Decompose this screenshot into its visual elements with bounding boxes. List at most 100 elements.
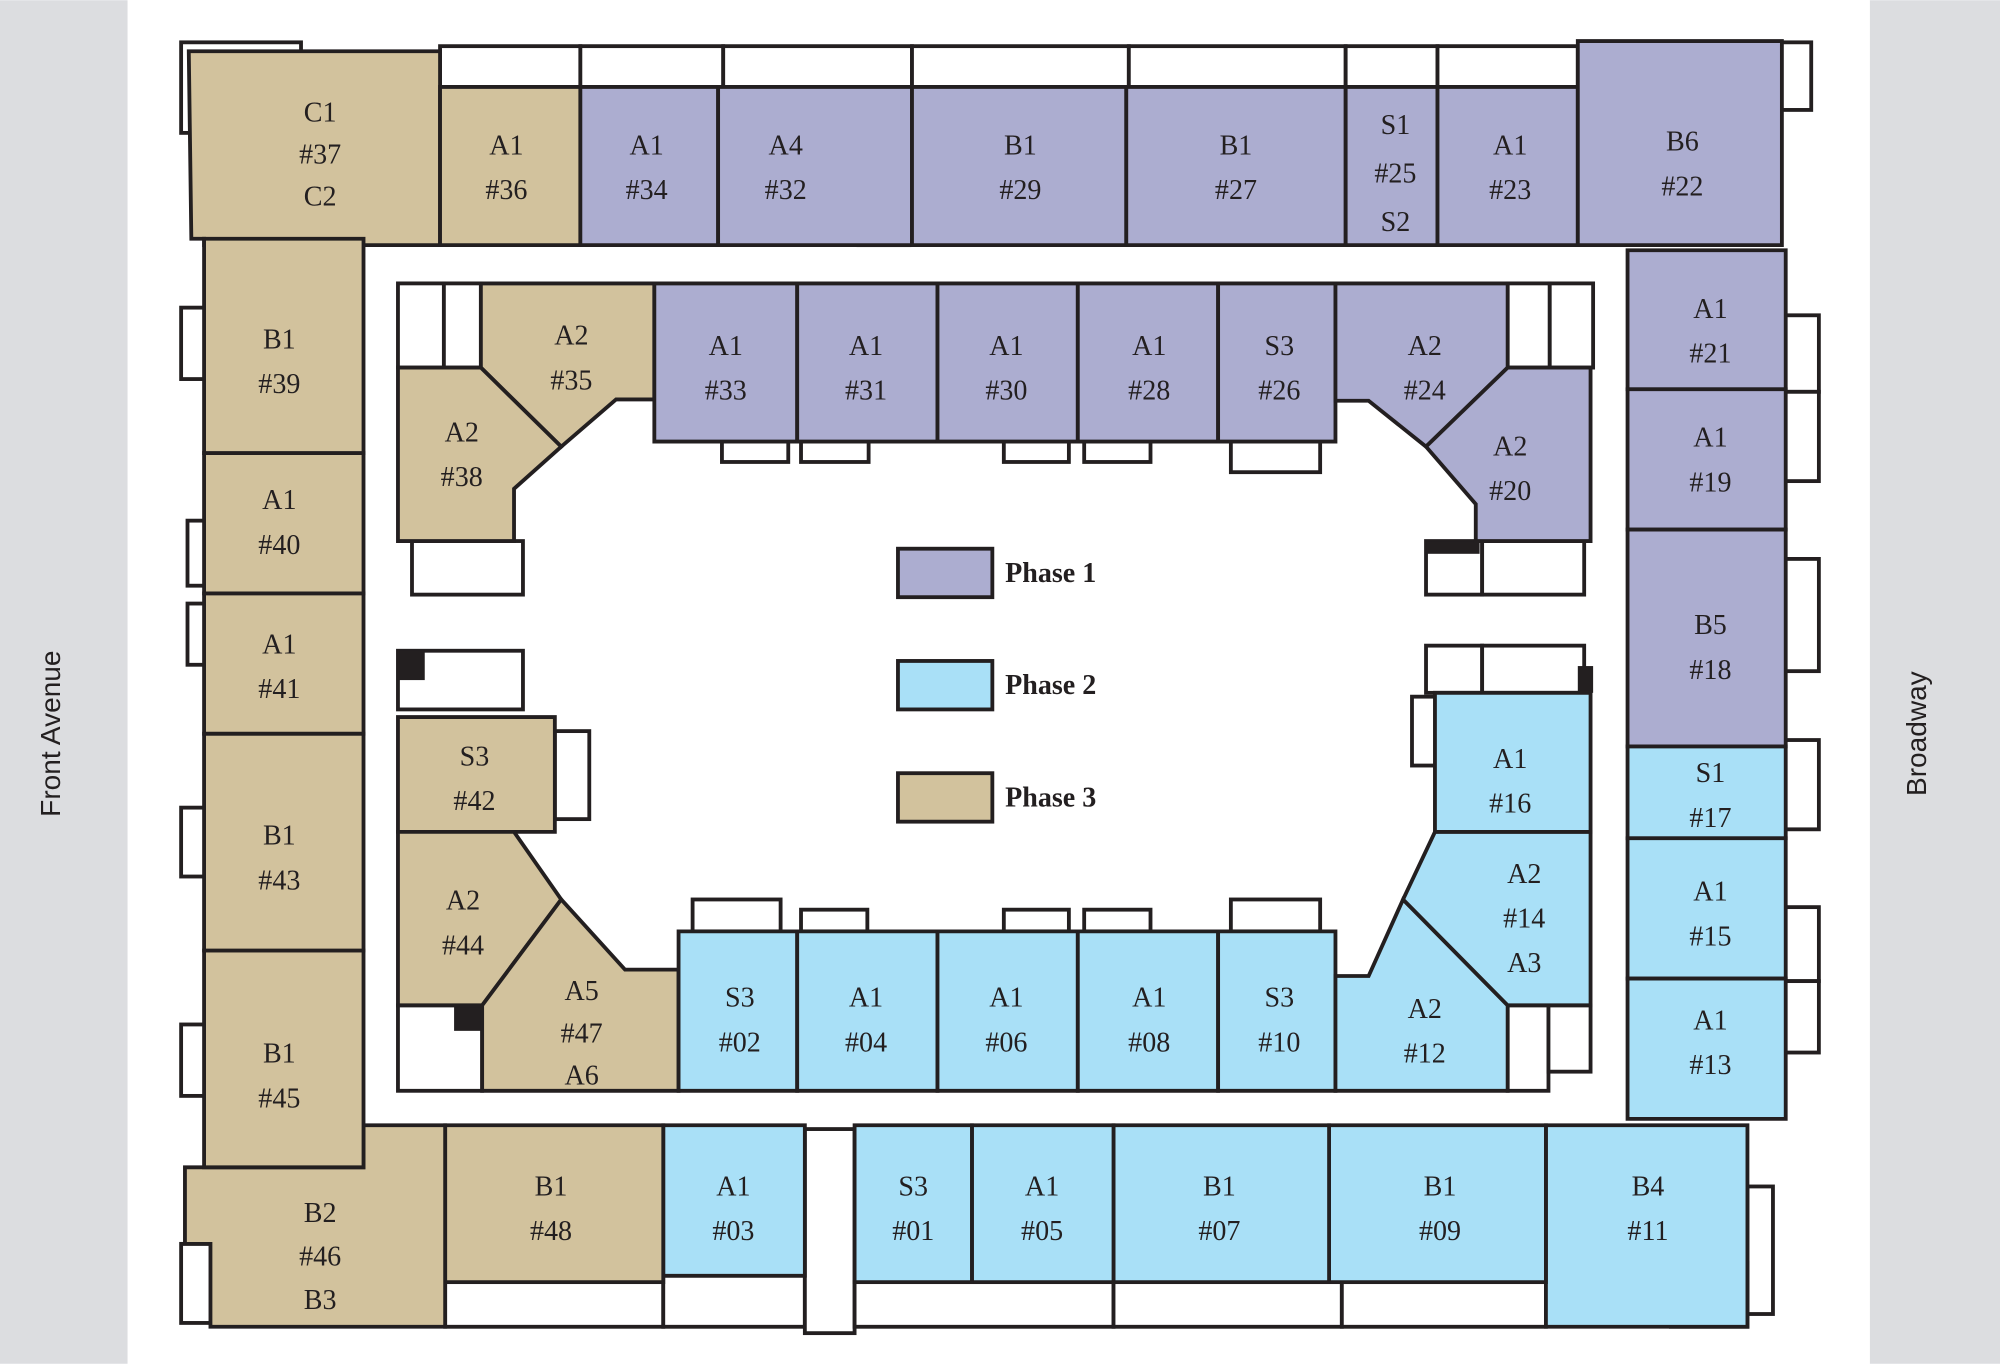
unit-shape[interactable] bbox=[852, 1123, 974, 1285]
unit-type: C1 bbox=[304, 97, 337, 128]
unit-shape[interactable] bbox=[1124, 85, 1348, 248]
unit-type: A5 bbox=[564, 976, 598, 1007]
unit-27[interactable]: B1#27 bbox=[1124, 85, 1348, 248]
unit-shape[interactable] bbox=[1327, 1123, 1548, 1285]
unit-44[interactable]: A2#44 bbox=[396, 829, 564, 1008]
unit-28[interactable]: A1#28 bbox=[1075, 281, 1221, 444]
unit-29[interactable]: B1#29 bbox=[910, 85, 1129, 248]
unit-07[interactable]: B1#07 bbox=[1111, 1123, 1331, 1285]
unit-22[interactable]: B6#22 bbox=[1575, 39, 1784, 248]
unit-shape[interactable] bbox=[1575, 39, 1784, 248]
unit-shape[interactable] bbox=[1111, 1123, 1331, 1285]
unit-type: B1 bbox=[1220, 131, 1253, 162]
unit-12[interactable]: A2#12 bbox=[1333, 896, 1510, 1093]
unit-shape[interactable] bbox=[970, 1123, 1116, 1285]
unit-number: #22 bbox=[1661, 171, 1703, 202]
unit-number: #40 bbox=[258, 530, 300, 561]
unit-30[interactable]: A1#30 bbox=[935, 281, 1080, 444]
unit-05[interactable]: A1#05 bbox=[970, 1123, 1116, 1285]
unit-type: A2 bbox=[1493, 432, 1527, 463]
unit-type: S3 bbox=[1265, 331, 1295, 362]
unit-shape[interactable] bbox=[202, 451, 366, 596]
unit-02[interactable]: S3#02 bbox=[676, 929, 800, 1093]
unit-03[interactable]: A1#03 bbox=[661, 1123, 807, 1278]
unit-11[interactable]: B4#11 bbox=[1544, 1123, 1750, 1329]
unit-13[interactable]: A1#13 bbox=[1625, 976, 1788, 1121]
unit-shape[interactable] bbox=[795, 281, 940, 444]
unit-type: A1 bbox=[849, 331, 883, 362]
unit-18[interactable]: B5#18 bbox=[1625, 527, 1788, 749]
unit-shape[interactable] bbox=[1423, 365, 1593, 543]
unit-number: #47 bbox=[561, 1018, 603, 1049]
unit-15[interactable]: A1#15 bbox=[1625, 836, 1788, 981]
unit-shape[interactable] bbox=[1625, 976, 1788, 1121]
unit-shape[interactable] bbox=[1075, 281, 1221, 444]
unit-shape[interactable] bbox=[202, 236, 366, 455]
unit-36[interactable]: A1#36 bbox=[438, 85, 583, 248]
unit-32[interactable]: A4#32 bbox=[716, 85, 914, 248]
unit-23[interactable]: A1#23 bbox=[1435, 85, 1580, 248]
unit-39[interactable]: B1#39 bbox=[202, 236, 366, 455]
unit-26[interactable]: S3#26 bbox=[1216, 281, 1338, 444]
unit-33[interactable]: A1#33 bbox=[652, 281, 800, 444]
unit-number: #17 bbox=[1689, 803, 1731, 834]
unit-09[interactable]: B1#09 bbox=[1327, 1123, 1548, 1285]
unit-type: A4 bbox=[769, 131, 803, 162]
unit-type: A2 bbox=[446, 886, 480, 917]
unit-shape[interactable] bbox=[1625, 387, 1788, 532]
unit-number: #30 bbox=[985, 375, 1027, 406]
unit-01[interactable]: S3#01 bbox=[852, 1123, 974, 1285]
unit-shape[interactable] bbox=[716, 85, 914, 248]
unit-number: #28 bbox=[1128, 375, 1170, 406]
unit-type: A1 bbox=[1025, 1171, 1059, 1202]
unit-shape[interactable] bbox=[396, 715, 557, 834]
unit-shape[interactable] bbox=[910, 85, 1129, 248]
unit-06[interactable]: A1#06 bbox=[935, 929, 1080, 1093]
unit-45[interactable]: B1#45 bbox=[202, 948, 366, 1170]
unit-number: #08 bbox=[1128, 1027, 1170, 1058]
unit-20[interactable]: A2#20 bbox=[1423, 365, 1593, 543]
unit-shape[interactable] bbox=[443, 1123, 666, 1285]
unit-38[interactable]: A2#38 bbox=[396, 365, 565, 543]
unit-shape[interactable] bbox=[935, 281, 1080, 444]
unit-type: A1 bbox=[1493, 131, 1527, 162]
unit-31[interactable]: A1#31 bbox=[795, 281, 940, 444]
unit-04[interactable]: A1#04 bbox=[795, 929, 940, 1093]
unit-shape[interactable] bbox=[1625, 836, 1788, 981]
unit-19[interactable]: A1#19 bbox=[1625, 387, 1788, 532]
unit-24[interactable]: A2#24 bbox=[1333, 281, 1510, 450]
unit-48[interactable]: B1#48 bbox=[443, 1123, 666, 1285]
unit-shape[interactable] bbox=[396, 365, 565, 543]
unit-10[interactable]: S3#10 bbox=[1216, 929, 1338, 1093]
balcony-outline bbox=[1343, 44, 1440, 89]
stair-mark bbox=[399, 650, 425, 681]
unit-08[interactable]: A1#08 bbox=[1075, 929, 1221, 1093]
unit-number: #02 bbox=[719, 1027, 761, 1058]
legend-swatch bbox=[896, 659, 995, 712]
unit-21[interactable]: A1#21 bbox=[1625, 248, 1788, 392]
unit-41[interactable]: A1#41 bbox=[202, 591, 366, 736]
unit-shape[interactable] bbox=[578, 85, 721, 248]
unit-type: B1 bbox=[1203, 1171, 1236, 1202]
unit-shape[interactable] bbox=[1433, 690, 1593, 834]
unit-40[interactable]: A1#40 bbox=[202, 451, 366, 596]
unit-34[interactable]: A1#34 bbox=[578, 85, 721, 248]
unit-shape[interactable] bbox=[1435, 85, 1580, 248]
unit-type: A1 bbox=[716, 1171, 750, 1202]
unit-shape[interactable] bbox=[202, 591, 366, 736]
unit-shape[interactable] bbox=[438, 85, 583, 248]
balcony-outline bbox=[1435, 44, 1580, 89]
unit-42[interactable]: S3#42 bbox=[396, 715, 557, 834]
unit-17[interactable]: S1#17 bbox=[1625, 744, 1788, 841]
unit-shape[interactable] bbox=[652, 281, 800, 444]
unit-shape[interactable] bbox=[1216, 281, 1338, 444]
unit-16[interactable]: A1#16 bbox=[1433, 690, 1593, 834]
legend-label: Phase 2 bbox=[1005, 670, 1096, 701]
unit-number: #12 bbox=[1404, 1039, 1446, 1070]
unit-43[interactable]: B1#43 bbox=[202, 731, 366, 953]
